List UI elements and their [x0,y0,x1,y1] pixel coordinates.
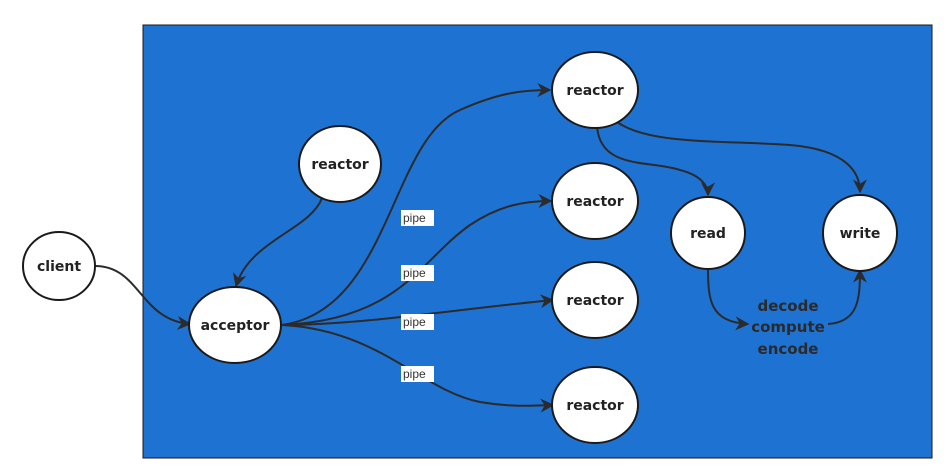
step-compute: compute [751,318,825,336]
svg-text:write: write [840,226,881,242]
edge-reactor-read [596,125,715,197]
process-steps: decode compute encode [751,297,825,358]
node-read: read [670,196,746,270]
svg-text:reactor: reactor [566,293,623,309]
svg-text:pipe: pipe [403,266,426,280]
step-encode: encode [758,340,819,358]
node-reactor-1: reactor [551,51,639,129]
svg-text:client: client [37,259,81,275]
svg-text:pipe: pipe [403,211,426,225]
pipe-label-1: pipe [401,210,434,226]
edge-read-process [707,267,750,331]
svg-text:reactor: reactor [566,194,623,210]
svg-text:reactor: reactor [311,157,368,173]
pipe-label-3: pipe [401,314,434,330]
edge-acceptor-reactor-1 [281,83,552,326]
svg-text:reactor: reactor [566,398,623,414]
step-decode: decode [757,297,818,315]
pipe-label-2: pipe [401,265,434,281]
svg-text:reactor: reactor [566,83,623,99]
svg-text:pipe: pipe [403,315,426,329]
svg-text:pipe: pipe [403,367,426,381]
node-reactor-3: reactor [551,261,639,339]
edge-reactor-acceptor [232,197,323,288]
edge-process-write [827,268,867,325]
node-reactor-main: reactor [298,125,382,203]
node-write: write [822,194,898,272]
node-reactor-4: reactor [551,366,639,444]
edge-acceptor-reactor-2 [281,194,553,326]
edge-reactor-write [616,121,867,194]
pipe-label-4: pipe [401,366,434,382]
node-reactor-2: reactor [551,162,639,240]
node-acceptor: acceptor [188,286,282,364]
edge-acceptor-reactor-4 [281,324,555,413]
edge-client-acceptor [94,265,192,330]
svg-text:acceptor: acceptor [201,318,270,334]
node-client: client [22,231,96,301]
svg-text:read: read [690,226,726,242]
